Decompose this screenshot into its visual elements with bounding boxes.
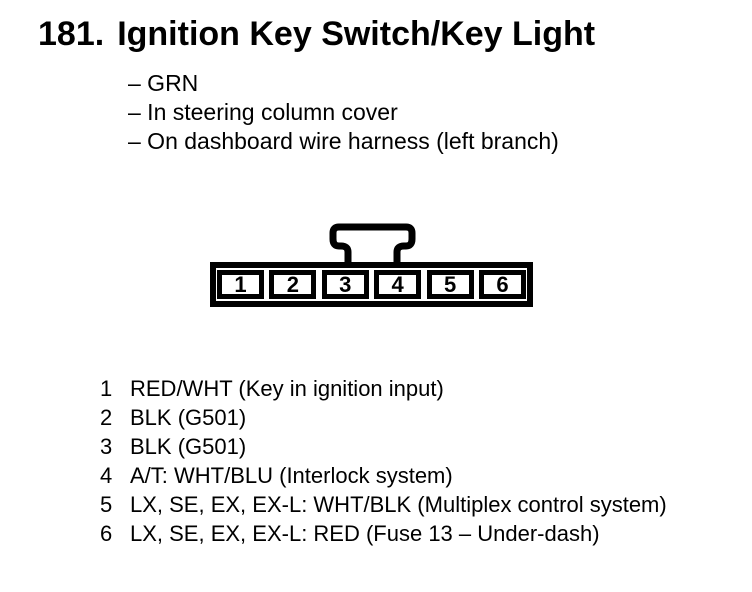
- pin-description: LX, SE, EX, EX-L: WHT/BLK (Multiplex con…: [130, 492, 667, 517]
- connector-lock-tab-icon: [329, 223, 416, 265]
- connector-pin-box-3: 3: [321, 270, 369, 299]
- pinout-row: 4 A/T: WHT/BLU (Interlock system): [100, 461, 667, 490]
- section-notes: – GRN – In steering column cover – On da…: [128, 69, 559, 156]
- pin-description: A/T: WHT/BLU (Interlock system): [130, 463, 453, 488]
- pin-description: LX, SE, EX, EX-L: RED (Fuse 13 – Under-d…: [130, 521, 600, 546]
- pin-number: 2: [100, 405, 113, 430]
- pinout-row: 5 LX, SE, EX, EX-L: WHT/BLK (Multiplex c…: [100, 490, 667, 519]
- connector-pin-label: 6: [496, 271, 509, 297]
- connector-diagram: 1 2 3 4 5 6: [210, 262, 533, 307]
- connector-pin-box-6: 6: [478, 270, 526, 299]
- connector-pin-box-2: 2: [269, 270, 317, 299]
- section-number: 181.: [38, 15, 105, 53]
- section-heading: 181. Ignition Key Switch/Key Light: [38, 13, 595, 55]
- pin-description: RED/WHT (Key in ignition input): [130, 376, 444, 401]
- section-title: Ignition Key Switch/Key Light: [117, 15, 596, 53]
- pin-number: 5: [100, 492, 113, 517]
- connector-pin-box-1: 1: [217, 270, 264, 299]
- connector-pin-box-4: 4: [374, 270, 422, 299]
- pinout-row: 2 BLK (G501): [100, 403, 667, 432]
- connector-pin-label: 1: [234, 271, 247, 297]
- pinout-row: 3 BLK (G501): [100, 432, 667, 461]
- note-line: – In steering column cover: [128, 99, 398, 125]
- pin-number: 3: [100, 434, 113, 459]
- connector-pin-label: 5: [443, 271, 457, 297]
- pin-description: BLK (G501): [130, 434, 247, 459]
- note-line: – On dashboard wire harness (left branch…: [128, 128, 559, 154]
- pinout-list: 1 RED/WHT (Key in ignition input) 2 BLK …: [100, 374, 667, 548]
- pin-number: 6: [100, 521, 113, 546]
- pin-description: BLK (G501): [130, 405, 247, 430]
- connector-pin-box-5: 5: [426, 270, 474, 299]
- pin-number: 4: [100, 463, 113, 488]
- connector-pin-label: 3: [339, 271, 352, 297]
- note-line: – GRN: [128, 70, 199, 96]
- pinout-row: 1 RED/WHT (Key in ignition input): [100, 374, 667, 403]
- connector-pin-label: 2: [286, 271, 300, 297]
- pinout-row: 6 LX, SE, EX, EX-L: RED (Fuse 13 – Under…: [100, 519, 667, 548]
- pin-number: 1: [100, 376, 113, 401]
- connector-pin-label: 4: [391, 271, 404, 297]
